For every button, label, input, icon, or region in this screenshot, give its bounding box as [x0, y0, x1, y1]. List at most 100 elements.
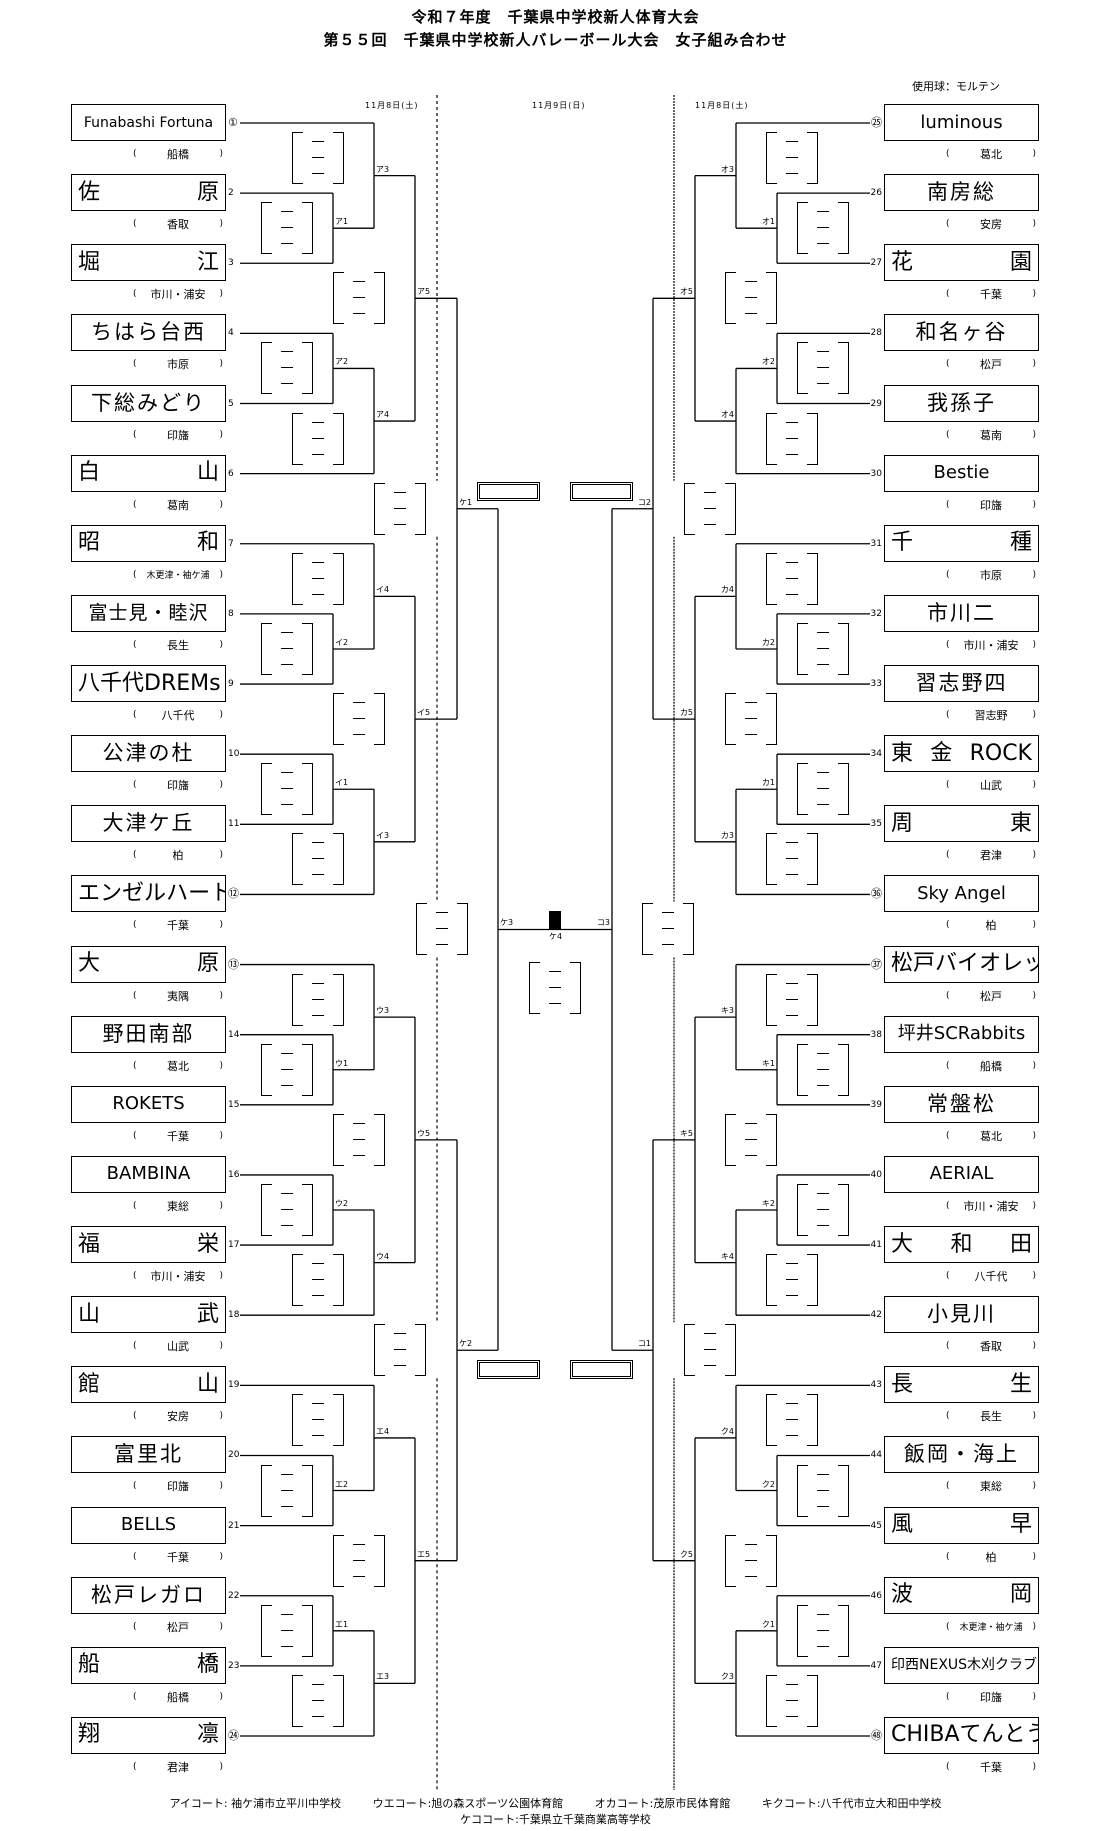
score-blank	[817, 1505, 829, 1507]
semifinal-winner-box	[570, 481, 633, 501]
match-label: エ4	[376, 1426, 390, 1436]
team-name-char: 風	[891, 1512, 914, 1538]
region-name: 松戸	[980, 989, 1002, 1003]
score-blank	[312, 1014, 324, 1016]
score-blank	[353, 1543, 365, 1545]
paren-close: )	[219, 1481, 223, 1492]
score-bracket-left	[766, 552, 777, 605]
paren-open: (	[133, 780, 137, 791]
score-blank	[312, 141, 324, 142]
score-blank	[312, 577, 324, 579]
score-box	[333, 1113, 385, 1166]
team-name-box: 福栄	[71, 1226, 226, 1264]
match-label: エ2	[335, 1479, 349, 1489]
paren-close: )	[219, 1060, 223, 1071]
team-name: 山武	[78, 1301, 219, 1327]
score-bracket-left	[797, 342, 808, 395]
paren-open: (	[133, 990, 137, 1001]
score-blank	[786, 1014, 798, 1016]
paren-open: (	[946, 219, 950, 230]
score-bracket-right	[333, 1254, 344, 1307]
score-blank	[817, 1068, 829, 1070]
score-bracket-left	[292, 1254, 303, 1307]
paren-open: (	[946, 1691, 950, 1702]
team-name-char: 山	[78, 1301, 101, 1327]
match-label: イ5	[417, 708, 431, 718]
region-name: 千葉	[980, 1760, 1002, 1774]
paren-close: )	[1032, 990, 1036, 1001]
team-name-char: イ	[957, 951, 980, 977]
score-blank	[817, 647, 829, 649]
team-name-char: 早	[1009, 1512, 1032, 1538]
team-name-char: DREMs	[144, 670, 221, 696]
paren-open: (	[133, 1130, 137, 1141]
team-number: 4	[228, 328, 234, 339]
match-label: カ2	[761, 637, 775, 647]
team-number: 47	[870, 1660, 882, 1671]
paren-close: )	[1032, 1060, 1036, 1071]
score-blank	[817, 1645, 829, 1647]
team-name-char: て	[959, 1722, 982, 1748]
score-blank	[549, 987, 561, 989]
score-bracket-right	[302, 622, 313, 675]
score-box	[766, 1394, 818, 1447]
team-name-char: 橋	[196, 1652, 219, 1678]
score-box	[292, 1674, 344, 1727]
match-label: コ1	[637, 1339, 651, 1349]
score-blank	[436, 928, 448, 930]
region-name: 葛南	[167, 498, 189, 512]
paren-close: )	[219, 639, 223, 650]
paren-open: (	[133, 1551, 137, 1562]
team-number: ⑬	[228, 957, 239, 971]
team-name: CHIBAてんとうむし	[891, 1722, 1038, 1748]
team-number: ㊱	[871, 887, 882, 901]
score-box	[261, 1184, 313, 1236]
paren-open: (	[946, 850, 950, 861]
team-name-char: オ	[979, 951, 1002, 977]
match-label: ク5	[679, 1549, 693, 1559]
region-name: 八千代	[161, 709, 195, 723]
team-name-char: 武	[196, 1301, 219, 1327]
score-blank	[353, 702, 365, 704]
paren-open: (	[133, 710, 137, 721]
score-blank	[786, 157, 798, 158]
team-name-char: ン	[100, 880, 123, 906]
score-bracket-right	[333, 132, 344, 184]
score-bracket-right	[415, 482, 426, 535]
team-name-box: 佐原	[71, 174, 226, 212]
team-number: ㉕	[871, 116, 882, 129]
match-label: コ2	[637, 497, 651, 507]
score-bracket-right	[807, 1674, 818, 1727]
score-bracket-right	[838, 342, 849, 395]
team-name: 館山	[78, 1373, 219, 1396]
match-label: ケ2	[459, 1339, 473, 1349]
team-region: (山武)	[946, 778, 1036, 792]
score-bracket-left	[797, 1604, 808, 1657]
paren-close: )	[1032, 710, 1036, 721]
score-blank	[281, 1084, 293, 1086]
score-blank	[745, 297, 757, 299]
team-name: 野田南部	[102, 1021, 195, 1046]
team-name-box: ちはら台西	[71, 314, 226, 352]
score-blank	[394, 1333, 406, 1335]
team-region: (葛北)	[133, 1059, 223, 1073]
team-name: 南房総	[927, 180, 996, 205]
date-center: 11月9日(日)	[532, 101, 586, 110]
score-box	[797, 1464, 849, 1517]
region-name: 印旛	[980, 498, 1002, 512]
team-name-char: レ	[1001, 951, 1024, 977]
score-blank	[745, 734, 757, 736]
team-name-char: う	[1026, 1724, 1038, 1746]
team-region: (印旛)	[133, 428, 223, 442]
paren-close: )	[219, 780, 223, 791]
team-name-box: 白山	[71, 454, 226, 492]
team-name-char: ROCK	[969, 740, 1032, 766]
region-name: 山武	[167, 1340, 189, 1354]
team-name-box: 小見川	[884, 1296, 1039, 1334]
score-bracket-left	[797, 763, 808, 816]
region-name: 君津	[167, 1760, 189, 1774]
team-name: エンゼルハート	[78, 880, 225, 906]
score-blank	[436, 912, 448, 914]
team-region: (千葉)	[946, 287, 1036, 301]
paren-close: )	[1032, 1411, 1036, 1422]
